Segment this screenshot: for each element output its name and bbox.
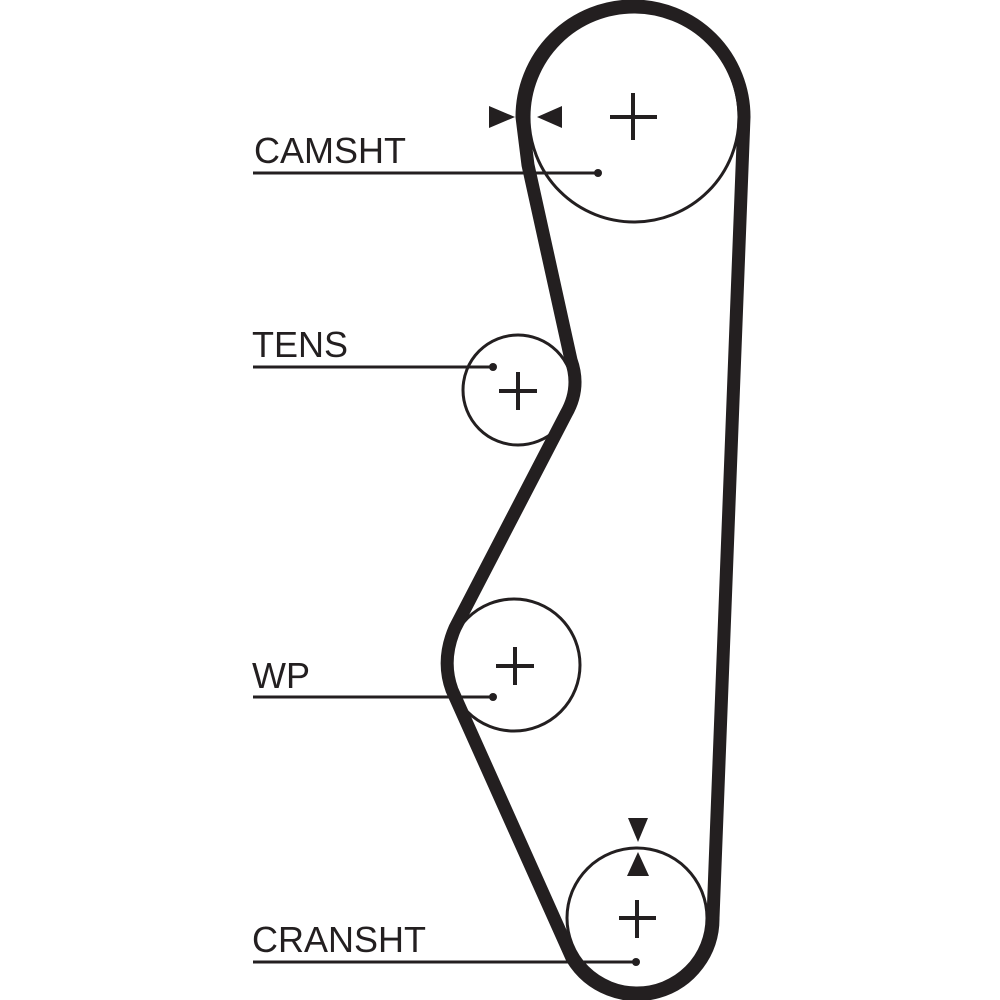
water-pump-label: WP bbox=[252, 655, 310, 696]
water-pump-leader-dot bbox=[489, 693, 497, 701]
cam-mark-left-arrow-icon bbox=[537, 106, 562, 128]
crankshaft-center-cross-icon bbox=[619, 900, 656, 938]
tensioner-label: TENS bbox=[252, 324, 348, 365]
crankshaft-label: CRANSHT bbox=[252, 919, 426, 960]
crank-mark-down-arrow-icon bbox=[628, 818, 648, 842]
water-pump-center-cross-icon bbox=[496, 647, 534, 685]
tensioner-center-cross-icon bbox=[499, 372, 537, 410]
timing-belt bbox=[440, 0, 751, 1000]
crank-mark-up-arrow-icon bbox=[627, 852, 649, 876]
tensioner-leader-dot bbox=[489, 363, 497, 371]
camshaft-center-cross-icon bbox=[610, 93, 657, 140]
camshaft-label: CAMSHT bbox=[254, 130, 406, 171]
cam-mark-right-arrow-icon bbox=[489, 106, 515, 128]
camshaft-leader-dot bbox=[594, 169, 602, 177]
crankshaft-leader-dot bbox=[632, 958, 640, 966]
